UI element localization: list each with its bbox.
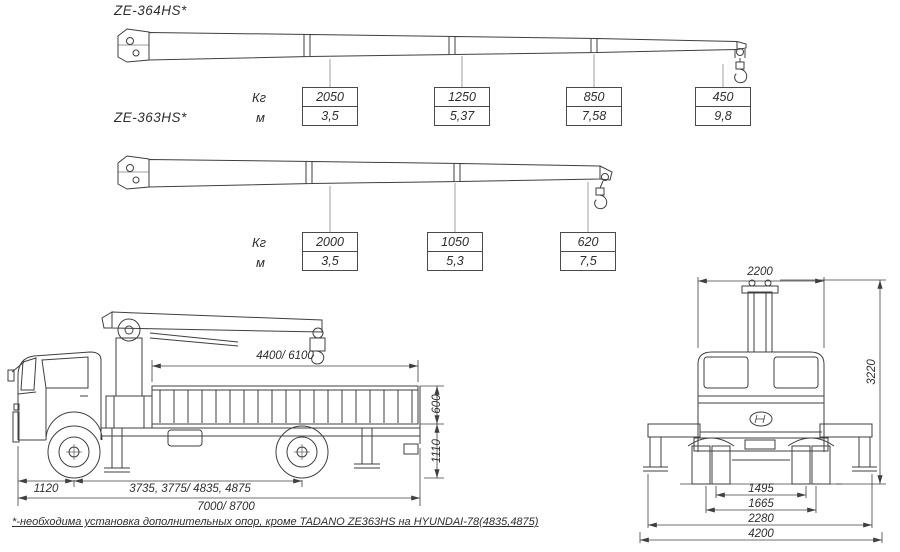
table2-m-cell: 3,5 xyxy=(302,251,358,271)
boom-drawing-ze364 xyxy=(117,28,748,84)
dim-board-height: 600 xyxy=(431,394,443,414)
truck-rear-view xyxy=(643,279,877,485)
table2-kg-cell: 1050 xyxy=(427,232,483,252)
table2-kg-cell: 620 xyxy=(560,232,616,252)
table2-m-cell: 5,3 xyxy=(427,251,483,271)
truck-side-view xyxy=(7,311,421,479)
footnote-text: *-необходима установка дополнительных оп… xyxy=(12,516,539,528)
dim-outrigger-span: 4200 xyxy=(748,528,774,540)
table2-kg-cell: 2000 xyxy=(302,232,358,252)
side-view-dimension-lines xyxy=(17,360,444,506)
table1-kg-cell: 850 xyxy=(566,87,622,107)
table1-kg-cell: 1250 xyxy=(434,87,490,107)
dim-platform-height: 1110 xyxy=(431,439,443,463)
dim-wheelbase: 3735, 3775/ 4835, 4875 xyxy=(129,483,251,495)
table1-connector-lines xyxy=(329,54,724,87)
dim-overall-width: 2280 xyxy=(748,513,774,525)
table1-kg-cell: 450 xyxy=(695,87,751,107)
dim-front-overhang: 1120 xyxy=(33,483,59,495)
boom-drawing-ze363 xyxy=(117,155,613,210)
dim-overall-height: 3220 xyxy=(866,359,878,385)
table2-m-label: м xyxy=(256,255,265,270)
table1-m-cell: 7,58 xyxy=(566,106,622,126)
dim-track-inner: 1495 xyxy=(748,483,774,495)
table1-kg-label: Кг xyxy=(252,90,267,105)
model-label-ze363: ZE-363HS* xyxy=(114,110,187,125)
table2-m-cell: 7,5 xyxy=(560,251,616,271)
dim-cab-width: 2200 xyxy=(747,266,773,278)
dim-overall-length: 7000/ 8700 xyxy=(197,501,255,513)
rear-view-dimension-lines xyxy=(639,277,886,543)
table1-m-cell: 5,37 xyxy=(434,106,490,126)
table2-connector-lines xyxy=(329,182,589,232)
dim-bed-length: 4400/ 6100 xyxy=(256,350,314,362)
table1-kg-cell: 2050 xyxy=(302,87,358,107)
model-label-ze364: ZE-364HS* xyxy=(114,3,187,18)
table1-m-cell: 3,5 xyxy=(302,106,358,126)
table1-m-cell: 9,8 xyxy=(695,106,751,126)
table1-m-label: м xyxy=(256,110,265,125)
dim-track-outer: 1665 xyxy=(748,498,774,510)
table2-kg-label: Кг xyxy=(252,235,267,250)
